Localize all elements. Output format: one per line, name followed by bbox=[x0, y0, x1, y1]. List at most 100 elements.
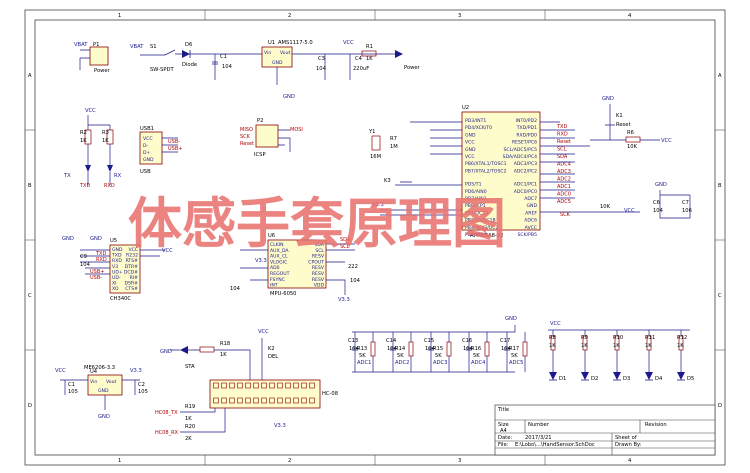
mcu-right-pin: RESET/PC6 bbox=[512, 140, 537, 146]
mpu-vdd-cap: 104 bbox=[350, 278, 361, 284]
d6-ref: D6 bbox=[185, 42, 192, 48]
s1-label: SW-SPDT bbox=[150, 67, 174, 73]
mpu-right-pin: SDA bbox=[314, 242, 324, 248]
r19-val: 10K bbox=[600, 204, 611, 210]
col-label: 4 bbox=[628, 458, 632, 464]
led-diode-icon bbox=[613, 372, 621, 380]
mcu-left-pins: PD3/INT1PD4/XCK/T0GNDVCCGNDVCCPB6/XTAL1/… bbox=[465, 118, 507, 238]
hc08-pin-pad bbox=[245, 397, 251, 404]
led-diode-ref: D5 bbox=[687, 376, 694, 382]
hc08-pins bbox=[213, 382, 315, 404]
watermark-title: 体感手套原理图 bbox=[128, 192, 506, 255]
mcu-right-pin: AREF bbox=[525, 210, 537, 216]
power-led-icon bbox=[395, 50, 403, 58]
led-res-ref: R10 bbox=[613, 335, 623, 341]
hc08-pin-pad bbox=[269, 382, 275, 389]
sck-net: SCK bbox=[560, 212, 571, 218]
tb-drawn-label: Drawn By: bbox=[615, 442, 642, 448]
tx-label: TX bbox=[63, 173, 71, 179]
mpu-section: U6 MPU-6050 CLKINAUX_DAAUX_CLVLOGICAD0RE… bbox=[230, 233, 361, 303]
mpu-net: SDA bbox=[340, 237, 351, 243]
mpu-right-pin: RESV bbox=[312, 265, 325, 271]
col-label: 2 bbox=[288, 13, 291, 19]
u6-mpu6050 bbox=[267, 239, 327, 289]
c6-ref: C6 bbox=[653, 200, 660, 206]
mpu-left-pin: VLOGIC bbox=[270, 259, 287, 265]
u1-vout: Vout bbox=[280, 50, 291, 56]
mpu-v33-left: V3.3 bbox=[255, 258, 267, 264]
mcu-right-net: RXD bbox=[557, 132, 568, 138]
mcu-left-pin: PB4/MISO bbox=[465, 232, 488, 238]
adc-res-val: 5K bbox=[359, 353, 366, 359]
led-res-val: 1K bbox=[613, 343, 620, 349]
ch340-left-pin: RXD bbox=[112, 258, 122, 264]
ch-vcc: VCC bbox=[162, 248, 173, 254]
icsp-section: P2 ICSP MISO SCK Reset MOSI bbox=[240, 118, 303, 158]
mcu-right-net: Reset bbox=[557, 139, 571, 145]
title-block: Title Size A4 Number Revision Date: 2017… bbox=[494, 404, 716, 456]
mcu-right-pin: ADC1/PC1 bbox=[514, 182, 537, 188]
hc08-pin-pad bbox=[229, 397, 235, 404]
r2-val: 1K bbox=[80, 138, 87, 144]
tb-file: E:\Lobo\...\HandSensor.SchDoc bbox=[515, 442, 595, 448]
c1-val: 104 bbox=[222, 64, 233, 70]
c9-val: 104 bbox=[80, 262, 91, 268]
led-res-ref: R11 bbox=[645, 335, 655, 341]
tb-date: 2017/3/21 bbox=[525, 435, 552, 441]
led-res-val: 1K bbox=[645, 343, 652, 349]
hc08-pin-pad bbox=[269, 397, 275, 404]
u6-part: MPU-6050 bbox=[270, 291, 296, 297]
mcu-right-pin: TXD/PD1 bbox=[516, 125, 537, 131]
mcu-right-pin: GND bbox=[526, 203, 537, 209]
usb-net: USB- bbox=[168, 139, 180, 145]
ch340-right-pin: DTR# bbox=[125, 264, 139, 270]
col-label: 4 bbox=[628, 13, 632, 19]
mpu-cpout-cap: 222 bbox=[348, 264, 358, 270]
row-label: B bbox=[718, 183, 722, 189]
d6-label: Diode bbox=[182, 62, 197, 68]
hc08-pin-pad bbox=[221, 382, 227, 389]
mcu-right-net: ADC3 bbox=[557, 169, 571, 175]
mcu-right-pin: ADC0/PC0 bbox=[514, 189, 537, 195]
c7-ref: C7 bbox=[682, 200, 689, 206]
r7-val: 1M bbox=[390, 144, 398, 150]
bt-vcc: VCC bbox=[258, 329, 269, 335]
ch340-right-pin: DCD# bbox=[124, 269, 138, 275]
mcu-right-pin: ADC3/PC3 bbox=[514, 161, 537, 167]
mcu-right-net: ADC0 bbox=[557, 192, 571, 198]
c3-val: 104 bbox=[316, 66, 327, 72]
ch340-left-pin: TXD bbox=[111, 253, 122, 259]
zone-labels: 1 2 3 4 1 2 3 4 A B C D A B C D bbox=[28, 13, 722, 464]
rx-label: RX bbox=[114, 173, 122, 179]
r18-val: 1K bbox=[220, 352, 227, 358]
mcu-right-pin: SCK/PB5 bbox=[517, 232, 537, 238]
hc08-pin-pad bbox=[277, 397, 283, 404]
u1-gnd: GND bbox=[272, 60, 283, 66]
row-label: D bbox=[718, 403, 722, 409]
adc-cap-val: 104 bbox=[349, 346, 360, 352]
icsp-pin: SCK bbox=[240, 134, 251, 140]
ch-gnd-b: GND bbox=[90, 236, 102, 242]
p1-connector bbox=[89, 46, 109, 66]
mpu-right-pin: RESV bbox=[312, 277, 325, 283]
r3-ref: R3 bbox=[102, 130, 109, 136]
hc08-pin-pad bbox=[213, 397, 219, 404]
ch340-left-pin: XI bbox=[112, 281, 117, 287]
mcu-left-pin: PB1/OC1A bbox=[465, 210, 489, 216]
adc-bank-section: GND C13104R135KADC1C14104R145KADC2C15104… bbox=[348, 316, 528, 373]
c6-val: 104 bbox=[653, 208, 664, 214]
mpu-net: SCL bbox=[340, 244, 350, 250]
tb-title-label: Title bbox=[497, 407, 509, 413]
p2-ref: P2 bbox=[257, 118, 263, 124]
adc-res-val: 5K bbox=[435, 353, 442, 359]
mcu-right-net: SCL bbox=[557, 147, 567, 153]
hc08-pin-pad bbox=[261, 397, 267, 404]
mpu-left-pin: CLKIN bbox=[270, 242, 284, 248]
txd-led-net: TXD bbox=[79, 183, 90, 189]
p2-label: ICSP bbox=[254, 152, 266, 158]
c3-ref: C3 bbox=[318, 56, 325, 62]
mpu-right-pin: SCL bbox=[315, 248, 324, 254]
k3-ref: K3 bbox=[384, 178, 391, 184]
